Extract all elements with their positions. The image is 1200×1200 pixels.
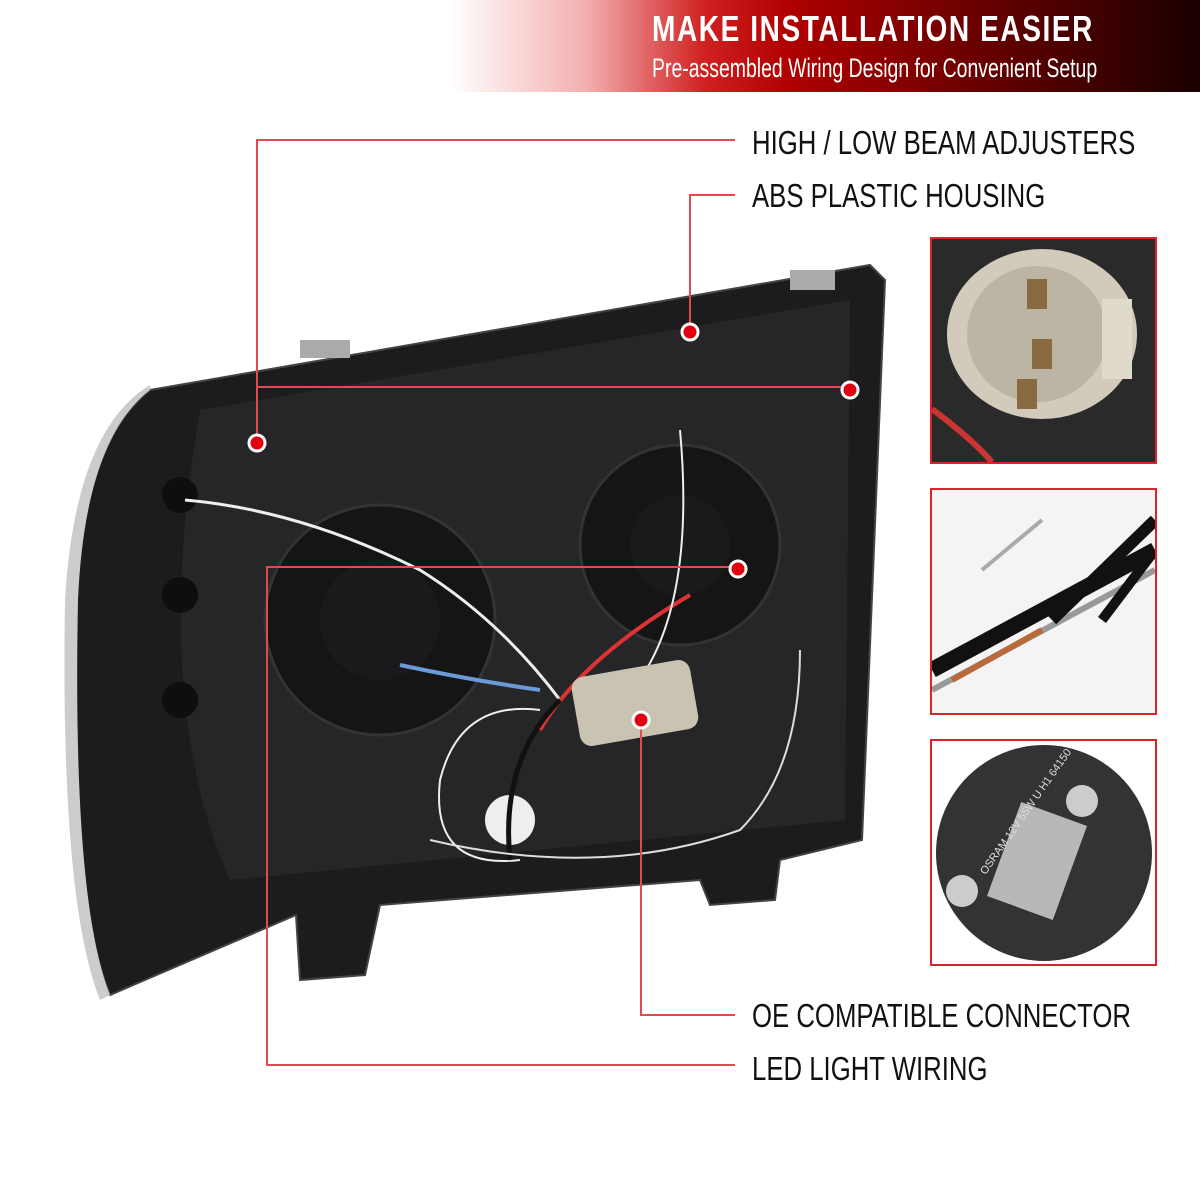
header-banner: MAKE INSTALLATION EASIER Pre-assembled W…	[450, 0, 1200, 92]
inset-connector-closeup	[930, 237, 1157, 464]
callout-oe-compatible-connector: OE COMPATIBLE CONNECTOR	[752, 997, 1132, 1034]
callout-abs-plastic-housing: ABS PLASTIC HOUSING	[752, 177, 1046, 214]
inset-bulb-closeup: OSRAM 12V 55W U H1 64150	[930, 739, 1157, 966]
callout-dot	[247, 433, 267, 453]
banner-subtitle: Pre-assembled Wiring Design for Convenie…	[652, 53, 1098, 83]
callout-high-low-beam-adjusters: HIGH / LOW BEAM ADJUSTERS	[752, 124, 1136, 161]
inset-wire-ends-closeup	[930, 488, 1157, 715]
callout-led-light-wiring: LED LIGHT WIRING	[752, 1050, 988, 1087]
banner-title: MAKE INSTALLATION EASIER	[652, 8, 1095, 49]
